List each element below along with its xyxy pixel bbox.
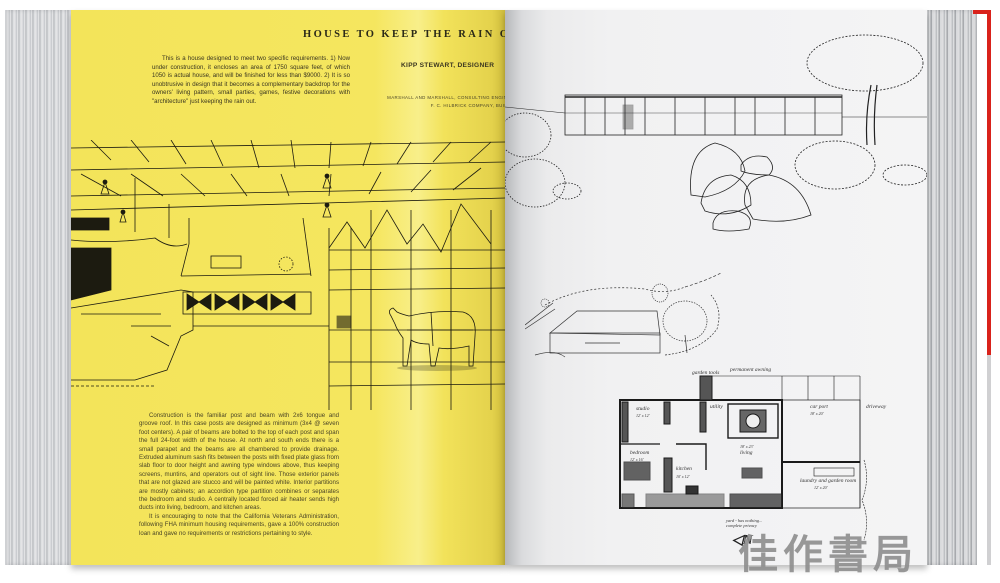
- cabinet-pattern: [186, 293, 296, 311]
- label-studio-dim: 12' x 12': [636, 413, 650, 418]
- credit-line: F. C. HILBRICK COMPANY, BUILDERS: [430, 103, 521, 108]
- left-page: HOUSE TO KEEP THE RAIN OUT This is a hou…: [71, 10, 527, 565]
- label-bedroom-dim: 12' x 16': [630, 457, 644, 462]
- cover-grey-edge: [973, 355, 991, 565]
- label-car-port: car port: [810, 404, 828, 410]
- page-block-left-edge: [5, 10, 72, 565]
- label-studio: studio: [636, 406, 650, 412]
- label-kitchen-dim: 10' x 12': [676, 474, 690, 479]
- floor-plan-drawing: [619, 375, 867, 541]
- watermark: 佳作書局: [738, 532, 918, 578]
- label-driveway: driveway: [866, 404, 887, 410]
- interior-sketch-illustration: [71, 140, 505, 410]
- label-laundry-dim: 12' x 20': [814, 485, 828, 490]
- page-block-right-edge: [925, 10, 977, 565]
- right-page: garden tools permanent awning studio 12'…: [505, 10, 927, 565]
- label-permanent-awning: permanent awning: [730, 367, 772, 373]
- tree: [794, 34, 927, 190]
- floor-plan: garden tools permanent awning studio 12'…: [600, 367, 925, 560]
- label-utility: utility: [710, 404, 723, 410]
- pendant-lamps: [100, 173, 332, 223]
- label-yard-note: yard - has nothing... complete privacy: [726, 518, 763, 528]
- ceiling-rafters: [71, 140, 505, 211]
- cow-diagram: [389, 307, 477, 371]
- north-label: N: [742, 533, 753, 548]
- house-elevation-illustration: [505, 34, 927, 232]
- label-garden-tools: garden tools: [692, 370, 720, 376]
- label-laundry: laundry and garden room: [800, 478, 857, 484]
- boulders: [690, 142, 812, 232]
- designer-credit: KIPP STEWART, DESIGNER: [401, 62, 495, 69]
- label-kitchen: kitchen: [676, 466, 692, 472]
- article-title: HOUSE TO KEEP THE RAIN OUT: [303, 29, 530, 40]
- shrubs: [505, 112, 582, 208]
- construction-body-text: Construction is the familiar post and be…: [139, 412, 339, 538]
- engineer-builder-credits: MARSHALL AND MARSHALL, CONSULTING ENGINE…: [346, 94, 521, 110]
- label-living-dim: 18' x 23': [740, 444, 754, 449]
- cover-red-edge: [973, 10, 991, 355]
- north-arrow: ◁N: [732, 533, 753, 548]
- house-windows: [565, 97, 842, 135]
- label-living: living: [740, 450, 753, 456]
- body-paragraph-2: It is encouraging to note that the Calif…: [139, 512, 339, 537]
- credit-line: MARSHALL AND MARSHALL, CONSULTING ENGINE…: [387, 95, 521, 100]
- aerial-perspective-illustration: [525, 272, 722, 358]
- label-car-port-dim: 18' x 20': [810, 411, 824, 416]
- intro-paragraph: This is a house designed to meet two spe…: [152, 55, 350, 105]
- label-bedroom: bedroom: [630, 450, 650, 456]
- tent-lattice: [328, 203, 505, 410]
- body-paragraph-1: Construction is the familiar post and be…: [139, 412, 339, 512]
